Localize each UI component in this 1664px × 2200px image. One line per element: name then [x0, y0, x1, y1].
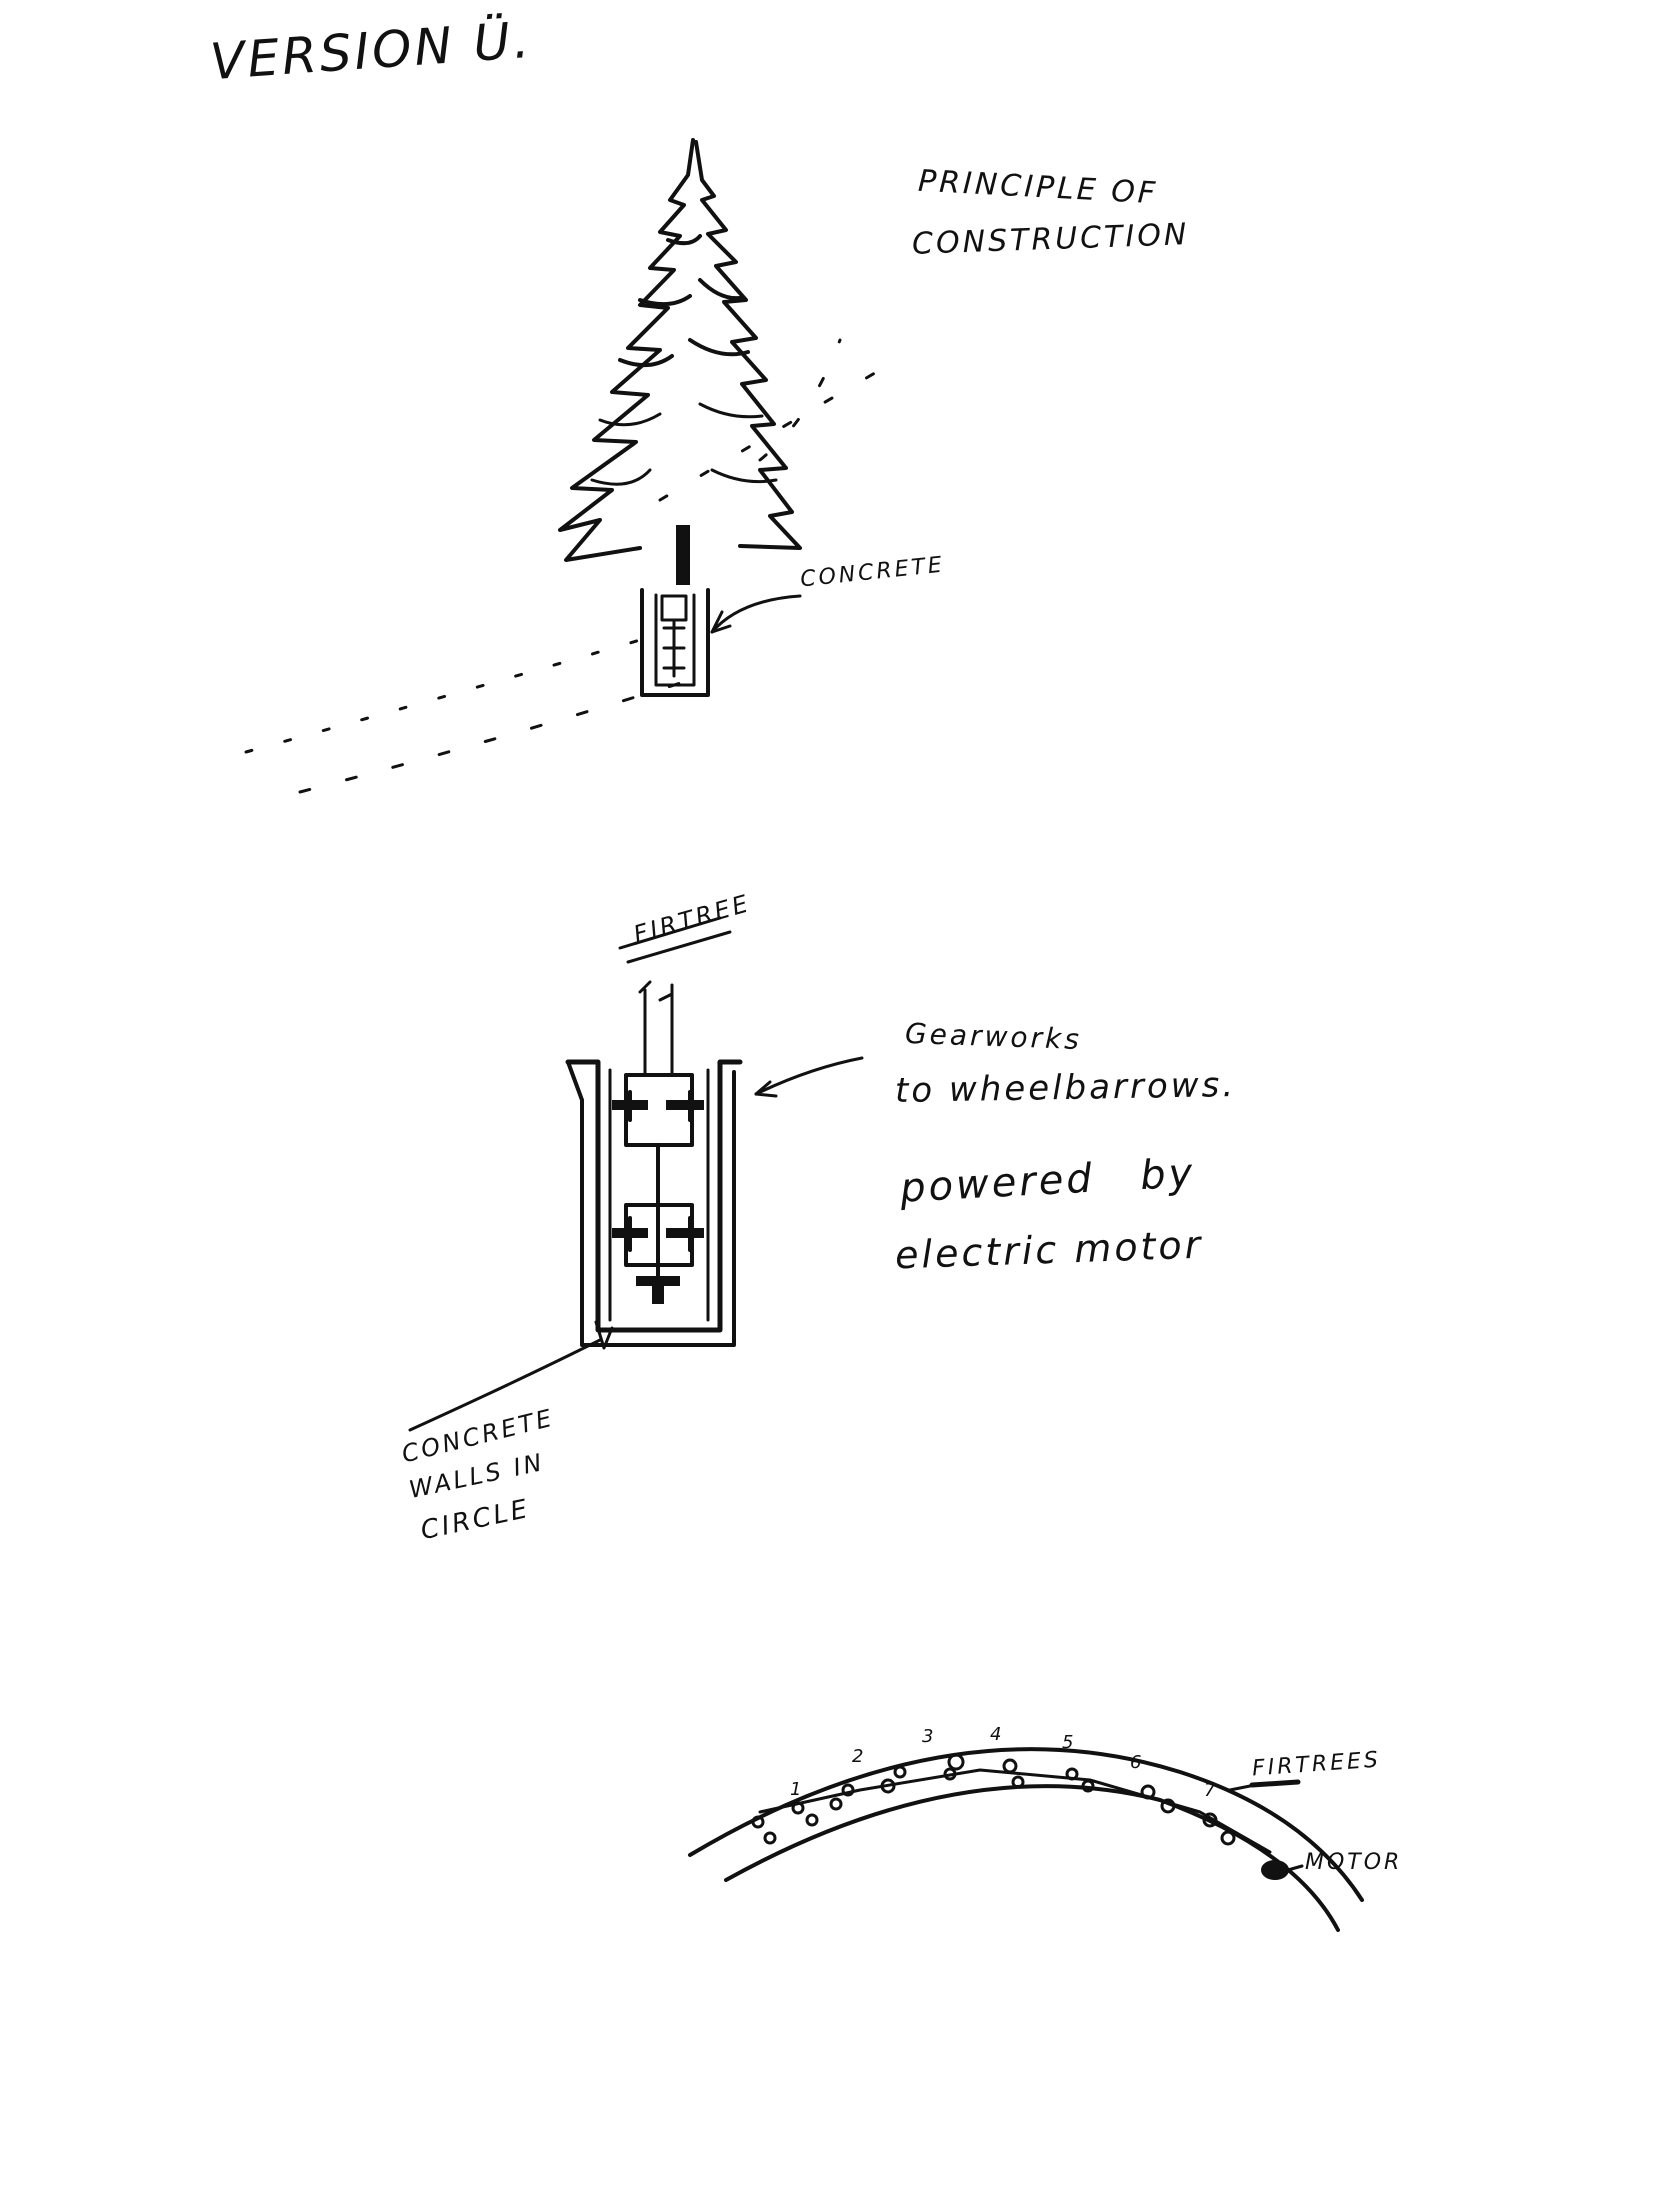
- gearworks-detail-sketch: [408, 916, 864, 1432]
- tree-number-1: 1: [790, 1779, 801, 1800]
- tree-number-7: 7: [1204, 1780, 1216, 1801]
- tree-number-3: 3: [922, 1726, 933, 1747]
- fir-tree-sketch: [244, 138, 882, 794]
- tree-number-2: 2: [852, 1746, 863, 1767]
- tree-number-4: 4: [990, 1724, 1001, 1745]
- tree-number-5: 5: [1062, 1732, 1073, 1753]
- motor-label: MOTOR: [1305, 1850, 1403, 1875]
- tree-number-6: 6: [1130, 1752, 1141, 1773]
- circle-plan-sketch: 1 2 3 4 5 6 7: [688, 1724, 1364, 1932]
